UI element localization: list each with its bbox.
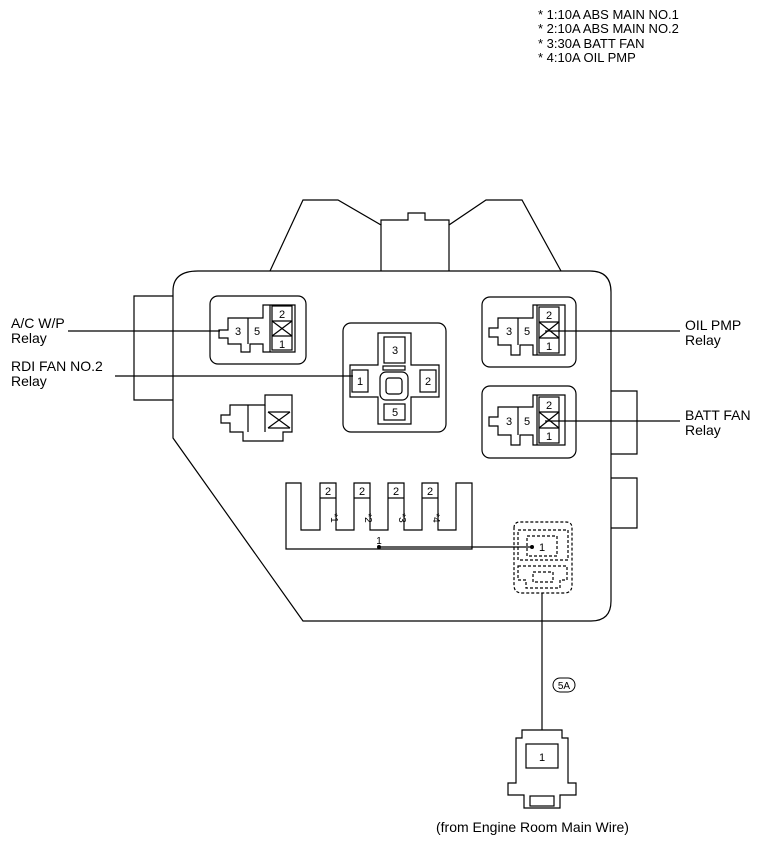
- batt-fan-relay-label-line2: Relay: [685, 422, 721, 438]
- left-side-tab: [133, 295, 173, 401]
- block-connector-outline: [513, 521, 573, 594]
- mounting-tab-right: [448, 199, 562, 272]
- rdi-fan-relay-connector: [349, 332, 440, 425]
- block-connector: [513, 521, 573, 594]
- right-side-tab-upper: [611, 390, 638, 455]
- oil-pmp-terminal-1: 1: [546, 341, 552, 353]
- mounting-tab-left: [269, 199, 382, 272]
- harness-connector-latch: [529, 795, 555, 807]
- batt-fan-terminal-2: 2: [546, 400, 552, 412]
- ac-wp-terminal-3: 3: [235, 326, 241, 338]
- ac-wp-relay-label-line2: Relay: [11, 330, 47, 346]
- fuse-3-id: *3: [396, 513, 407, 523]
- batt-fan-terminal-box: [538, 396, 560, 444]
- rdi-fan-relay-label-line1: RDI FAN NO.2: [11, 358, 103, 374]
- connector-code-badge: [552, 677, 576, 693]
- fuse-2-terminal: 2: [359, 486, 365, 498]
- ac-wp-terminal-box: [271, 305, 293, 351]
- mounting-tab-center: [380, 212, 450, 225]
- fuse-note-4: * 4:10A OIL PMP: [538, 50, 636, 65]
- block-connector-housing: [517, 529, 569, 561]
- oil-pmp-relay-label-line1: OIL PMP: [685, 317, 742, 333]
- rdi-fan-terminal-slot: [383, 336, 406, 364]
- fuse-note-1: * 1:10A ABS MAIN NO.1: [538, 7, 679, 22]
- block-connector-terminal: [526, 535, 558, 557]
- harness-connector-terminal: [525, 743, 559, 769]
- rdi-fan-relay-label-line2: Relay: [11, 373, 47, 389]
- rdi-fan-terminal-slot: [351, 369, 369, 393]
- rdi-fan-terminal-slot: [419, 369, 437, 393]
- harness-connector: [507, 729, 577, 809]
- oil-pmp-terminal-5: 5: [524, 326, 530, 338]
- batt-fan-terminal-1: 1: [546, 431, 552, 443]
- unlabeled-connector-cross: [267, 411, 291, 429]
- ac-wp-relay-housing: [209, 295, 307, 365]
- source-wire-label: (from Engine Room Main Wire): [436, 819, 629, 835]
- ac-wp-relay-label-line1: A/C W/P: [11, 315, 65, 331]
- rdi-fan-relay-housing: [342, 322, 447, 433]
- oil-pmp-cross: [538, 321, 560, 339]
- ac-wp-terminal-2: 2: [279, 309, 285, 321]
- busbar-terminal-1: 1: [376, 536, 382, 547]
- ac-wp-terminal-1: 1: [279, 339, 285, 351]
- fuse-note-2: * 2:10A ABS MAIN NO.2: [538, 21, 679, 36]
- block-connector-terminal-1: 1: [539, 542, 545, 554]
- rdi-fan-terminal-3: 3: [392, 345, 398, 357]
- connector-junction-dot: [530, 545, 534, 549]
- harness-connector-terminal-1: 1: [539, 752, 545, 764]
- ac-wp-terminal-5: 5: [254, 326, 260, 338]
- batt-fan-terminal-3: 3: [506, 416, 512, 428]
- unlabeled-connector: [220, 394, 293, 442]
- rdi-fan-terminal-5: 5: [392, 407, 398, 419]
- fuse-4-terminal: 2: [427, 486, 433, 498]
- oil-pmp-terminal-box: [538, 306, 560, 354]
- fuse-1-id: *1: [328, 513, 339, 523]
- ac-wp-cross: [271, 320, 293, 337]
- ac-wp-relay-connector: [218, 304, 296, 353]
- batt-fan-terminal-5: 5: [524, 416, 530, 428]
- batt-fan-cross: [538, 411, 560, 429]
- fuse-note-3: * 3:30A BATT FAN: [538, 36, 645, 51]
- fuse-busbar: [285, 482, 473, 550]
- connector-code: 5A: [558, 681, 571, 692]
- fuse-2-id: *2: [362, 513, 373, 523]
- rdi-fan-center-inner: [385, 377, 403, 395]
- batt-fan-relay-housing: [481, 385, 577, 459]
- fuse-3-terminal: 2: [393, 486, 399, 498]
- fuse-4-id: *4: [430, 513, 441, 523]
- rdi-fan-center-outer: [379, 371, 409, 401]
- oil-pmp-terminal-3: 3: [506, 326, 512, 338]
- rdi-fan-terminal-slot: [383, 403, 406, 421]
- oil-pmp-relay-housing: [481, 296, 577, 368]
- rdi-fan-center-bar: [382, 365, 406, 371]
- right-side-tab-lower: [611, 477, 638, 529]
- oil-pmp-relay-label-line2: Relay: [685, 332, 721, 348]
- rdi-fan-terminal-2: 2: [425, 376, 431, 388]
- batt-fan-relay-label-line1: BATT FAN: [685, 407, 751, 423]
- busbar-junction-dot: [377, 545, 381, 549]
- batt-fan-relay-connector: [488, 394, 566, 446]
- oil-pmp-terminal-2: 2: [546, 310, 552, 322]
- oil-pmp-relay-connector: [488, 304, 566, 356]
- block-connector-lock: [517, 565, 568, 589]
- block-connector-latch: [532, 571, 554, 583]
- relay-block-outline: [172, 270, 612, 622]
- rdi-fan-terminal-1: 1: [357, 376, 363, 388]
- fuse-1-terminal: 2: [325, 486, 331, 498]
